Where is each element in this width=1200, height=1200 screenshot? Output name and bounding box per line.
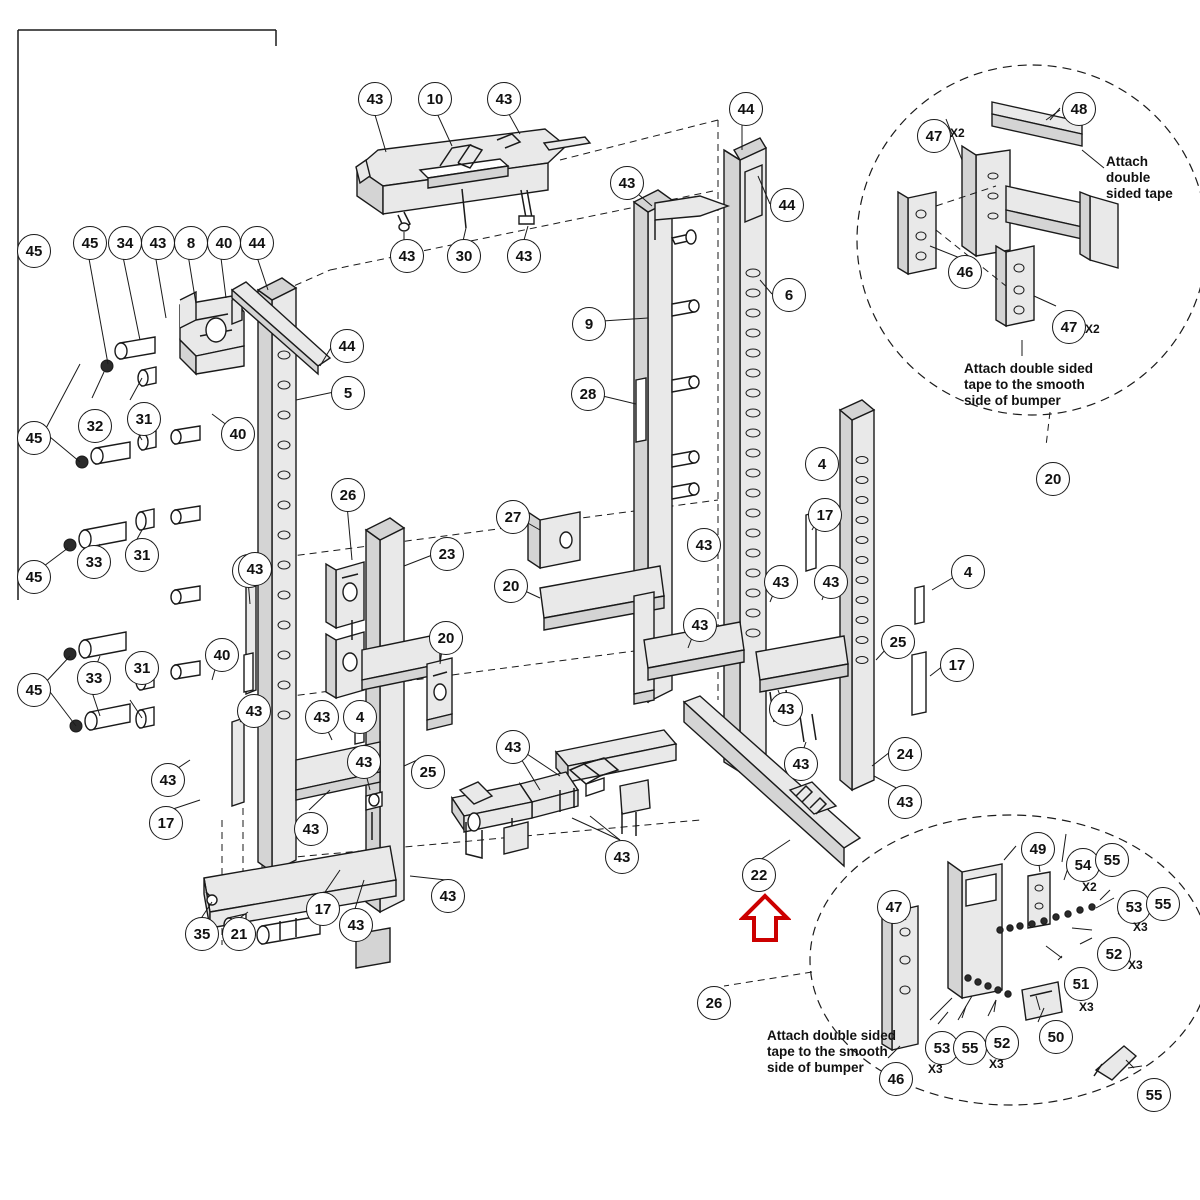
callout-8[interactable]: 8 (174, 226, 208, 260)
callout-43[interactable]: 43 (496, 730, 530, 764)
callout-17[interactable]: 17 (306, 892, 340, 926)
callout-32[interactable]: 32 (78, 409, 112, 443)
callout-40[interactable]: 40 (207, 226, 241, 260)
multiplier-x3: X3 (989, 1057, 1004, 1071)
callout-52[interactable]: 52 (985, 1026, 1019, 1060)
callout-33[interactable]: 33 (77, 545, 111, 579)
callout-47[interactable]: 47 (877, 890, 911, 924)
note-attach-tape-bumper-top: Attach double sided tape to the smooth s… (964, 361, 1094, 408)
callout-17[interactable]: 17 (808, 498, 842, 532)
callout-55[interactable]: 55 (1137, 1078, 1171, 1112)
callout-43[interactable]: 43 (888, 785, 922, 819)
multiplier-x2: X2 (1085, 322, 1100, 336)
callout-54[interactable]: 54 (1066, 848, 1100, 882)
callout-45[interactable]: 45 (17, 234, 51, 268)
callout-50[interactable]: 50 (1039, 1020, 1073, 1054)
callout-43[interactable]: 43 (487, 82, 521, 116)
callout-21[interactable]: 21 (222, 917, 256, 951)
callout-35[interactable]: 35 (185, 917, 219, 951)
callout-43[interactable]: 43 (507, 239, 541, 273)
callout-47[interactable]: 47 (917, 119, 951, 153)
callout-6[interactable]: 6 (772, 278, 806, 312)
callout-44[interactable]: 44 (729, 92, 763, 126)
callout-44[interactable]: 44 (330, 329, 364, 363)
callout-46[interactable]: 46 (879, 1062, 913, 1096)
callout-44[interactable]: 44 (240, 226, 274, 260)
callout-47[interactable]: 47 (1052, 310, 1086, 344)
callout-31[interactable]: 31 (125, 538, 159, 572)
callout-43[interactable]: 43 (431, 879, 465, 913)
highlight-arrow (739, 893, 791, 942)
note-attach-double-sided-tape: Attach double sided tape (1106, 154, 1173, 201)
callout-43[interactable]: 43 (814, 565, 848, 599)
callout-43[interactable]: 43 (339, 908, 373, 942)
callout-43[interactable]: 43 (390, 239, 424, 273)
callout-30[interactable]: 30 (447, 239, 481, 273)
callout-20[interactable]: 20 (429, 621, 463, 655)
callout-43[interactable]: 43 (764, 565, 798, 599)
callout-34[interactable]: 34 (108, 226, 142, 260)
callout-44[interactable]: 44 (770, 188, 804, 222)
callout-20[interactable]: 20 (494, 569, 528, 603)
callout-43[interactable]: 43 (294, 812, 328, 846)
callout-45[interactable]: 45 (17, 673, 51, 707)
callout-55[interactable]: 55 (1095, 843, 1129, 877)
note-attach-tape-bumper-bottom: Attach double sided tape to the smooth s… (767, 1028, 897, 1075)
callout-43[interactable]: 43 (151, 763, 185, 797)
callout-27[interactable]: 27 (496, 500, 530, 534)
callout-31[interactable]: 31 (127, 402, 161, 436)
callout-22[interactable]: 22 (742, 858, 776, 892)
callout-43[interactable]: 43 (683, 608, 717, 642)
multiplier-x2: X2 (1082, 880, 1097, 894)
callout-17[interactable]: 17 (940, 648, 974, 682)
callout-10[interactable]: 10 (418, 82, 452, 116)
callout-43[interactable]: 43 (769, 692, 803, 726)
callout-43-hidden[interactable]: 43 (238, 552, 272, 586)
callout-20[interactable]: 20 (1036, 462, 1070, 496)
callout-26[interactable]: 26 (697, 986, 731, 1020)
multiplier-x3: X3 (1128, 958, 1143, 972)
callout-25[interactable]: 25 (881, 625, 915, 659)
callout-17[interactable]: 17 (149, 806, 183, 840)
callout-43[interactable]: 43 (784, 747, 818, 781)
callout-51[interactable]: 51 (1064, 967, 1098, 1001)
callout-25[interactable]: 25 (411, 755, 445, 789)
callout-49[interactable]: 49 (1021, 832, 1055, 866)
callout-4[interactable]: 4 (951, 555, 985, 589)
callout-23[interactable]: 23 (430, 537, 464, 571)
callout-55[interactable]: 55 (1146, 887, 1180, 921)
callout-5[interactable]: 5 (331, 376, 365, 410)
callout-45[interactable]: 45 (17, 421, 51, 455)
multiplier-x3: X3 (1079, 1000, 1094, 1014)
callout-43[interactable]: 43 (358, 82, 392, 116)
callout-43[interactable]: 43 (687, 528, 721, 562)
callout-43[interactable]: 43 (605, 840, 639, 874)
callout-52[interactable]: 52 (1097, 937, 1131, 971)
callout-31[interactable]: 31 (125, 651, 159, 685)
callout-43[interactable]: 43 (347, 745, 381, 779)
callout-46[interactable]: 46 (948, 255, 982, 289)
callout-43[interactable]: 43 (237, 694, 271, 728)
callout-43[interactable]: 43 (305, 700, 339, 734)
callout-45[interactable]: 45 (17, 560, 51, 594)
callout-4[interactable]: 4 (805, 447, 839, 481)
callout-40[interactable]: 40 (205, 638, 239, 672)
callout-9[interactable]: 9 (572, 307, 606, 341)
callout-43[interactable]: 43 (610, 166, 644, 200)
callout-24[interactable]: 24 (888, 737, 922, 771)
callout-4[interactable]: 4 (343, 700, 377, 734)
callout-43[interactable]: 43 (141, 226, 175, 260)
callout-48[interactable]: 48 (1062, 92, 1096, 126)
multiplier-x3: X3 (928, 1062, 943, 1076)
callout-40[interactable]: 40 (221, 417, 255, 451)
callout-45[interactable]: 45 (73, 226, 107, 260)
callout-26[interactable]: 26 (331, 478, 365, 512)
callout-28[interactable]: 28 (571, 377, 605, 411)
callout-33[interactable]: 33 (77, 661, 111, 695)
multiplier-x3: X3 (1133, 920, 1148, 934)
callout-55[interactable]: 55 (953, 1031, 987, 1065)
multiplier-x2: X2 (950, 126, 965, 140)
